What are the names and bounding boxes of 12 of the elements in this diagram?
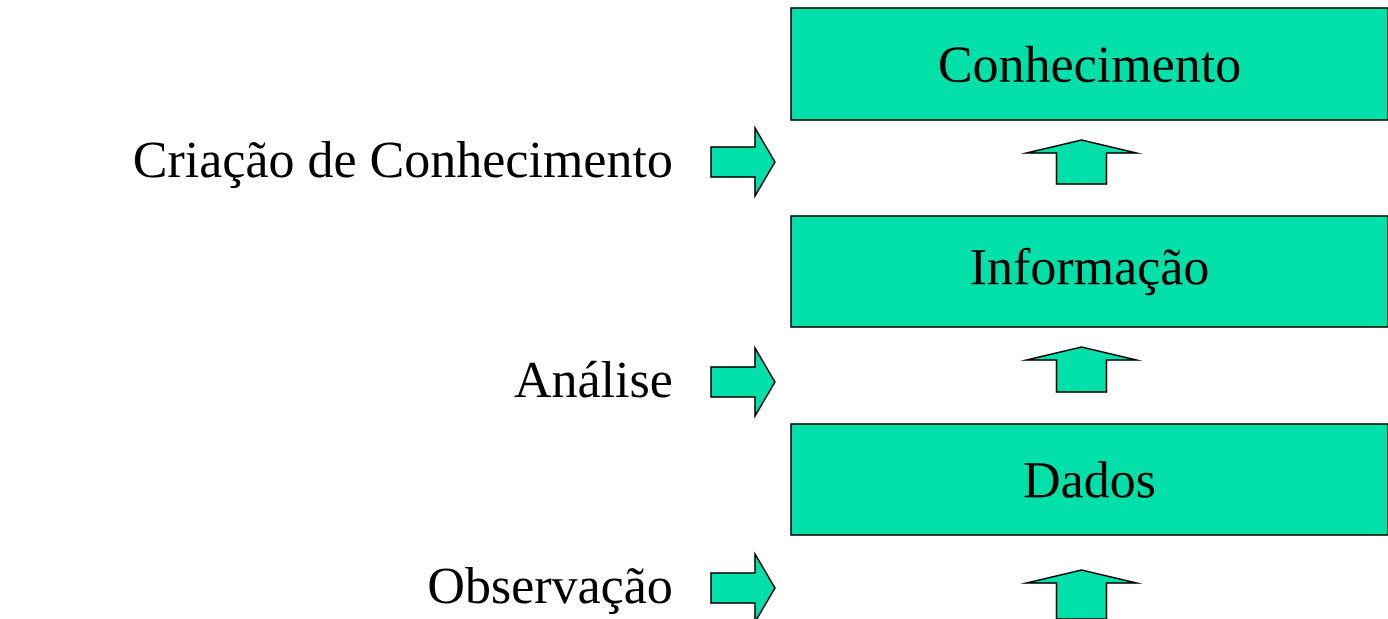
block-arrow — [1020, 569, 1143, 619]
text-box: Dados — [790, 423, 1388, 536]
block-arrow — [710, 345, 776, 419]
block-arrow — [1020, 346, 1143, 393]
text-box: Conhecimento — [790, 7, 1388, 121]
text-box: Informação — [790, 215, 1388, 328]
step-label: Criação de Conhecimento — [134, 140, 671, 189]
block-arrow — [1020, 139, 1143, 185]
block-arrow — [710, 551, 776, 619]
step-label: Análise — [514, 360, 671, 398]
block-arrow — [710, 125, 776, 199]
step-label: Observação — [429, 566, 671, 615]
